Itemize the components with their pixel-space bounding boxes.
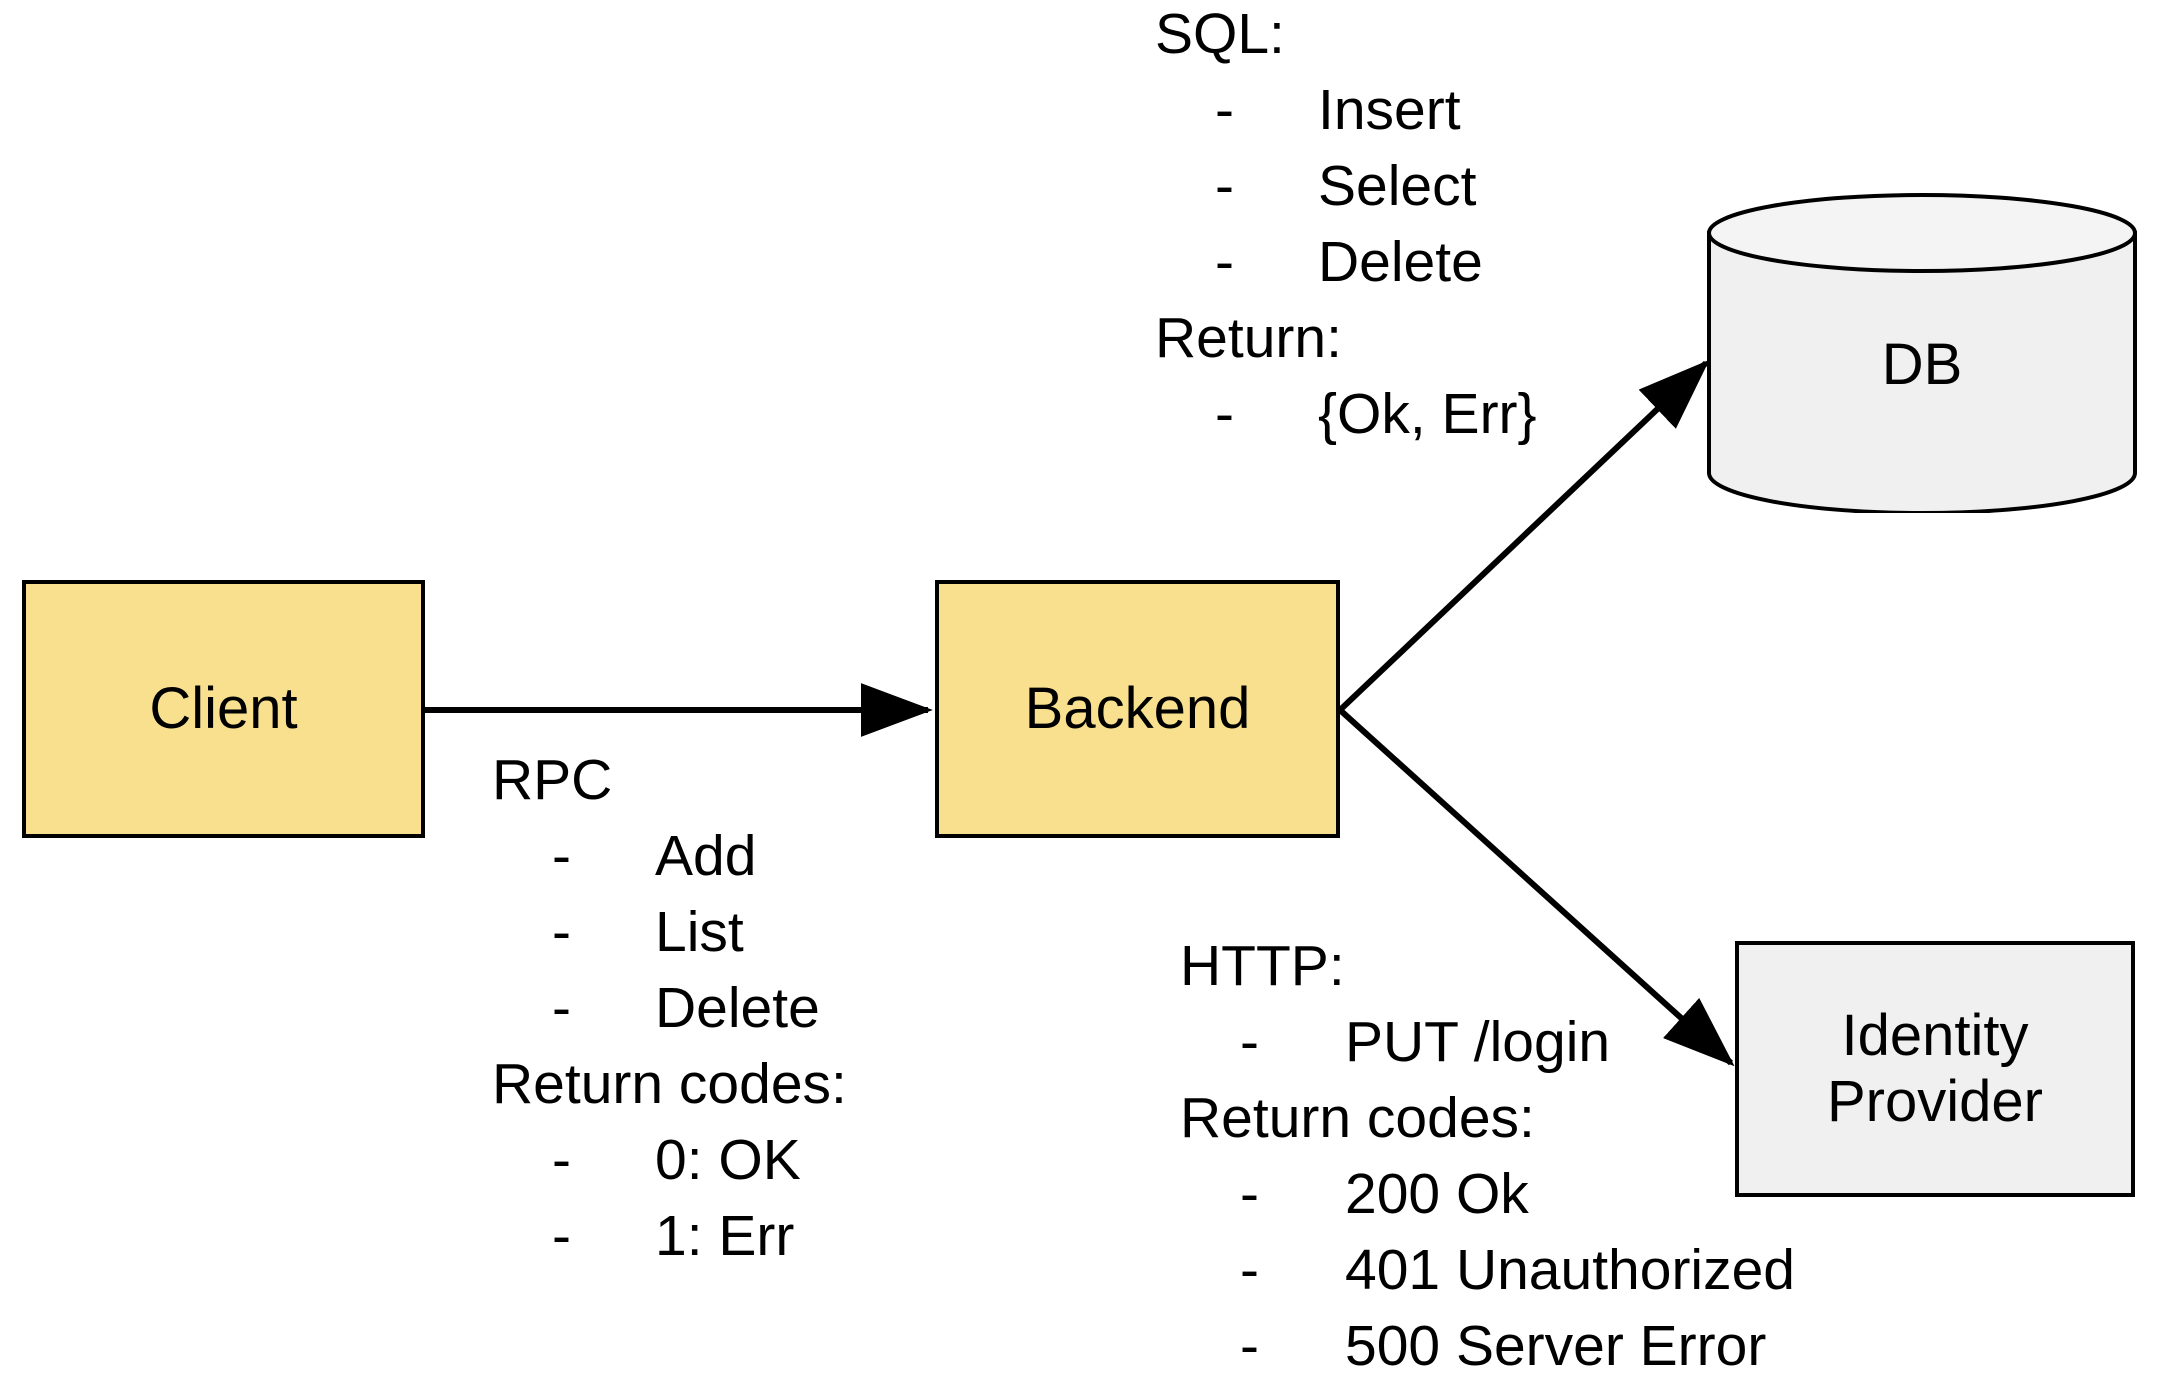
annotation-sql: SQL: - Insert - Select - Delete Return: …: [1155, 0, 1537, 452]
annotation-sql-item: - Select: [1155, 148, 1537, 224]
annotation-sql-return-item: - {Ok, Err}: [1155, 376, 1537, 452]
bullet-dash-icon: -: [552, 976, 571, 1040]
node-db-label-wrap: DB: [1707, 193, 2137, 513]
annotation-http-return-item: - 500 Server Error: [1180, 1308, 1795, 1384]
annotation-sql-item: - Delete: [1155, 224, 1537, 300]
bullet-dash-icon: -: [552, 1128, 571, 1192]
annotation-http-return-item: - 401 Unauthorized: [1180, 1232, 1795, 1308]
annotation-rpc-item: - Delete: [492, 970, 847, 1046]
bullet-dash-icon: -: [1240, 1010, 1259, 1074]
node-client[interactable]: Client: [22, 580, 425, 838]
annotation-rpc-return-heading: Return codes:: [492, 1052, 847, 1116]
bullet-dash-icon: -: [1240, 1162, 1259, 1226]
annotation-rpc-item: - Add: [492, 818, 847, 894]
annotation-http: HTTP: - PUT /login Return codes: - 200 O…: [1180, 928, 1795, 1384]
bullet-dash-icon: -: [552, 900, 571, 964]
bullet-dash-icon: -: [1215, 382, 1234, 446]
database-cylinder-icon: [1707, 193, 2137, 513]
annotation-rpc-heading: RPC: [492, 748, 613, 812]
node-backend-label: Backend: [1024, 675, 1251, 741]
annotation-sql-heading: SQL:: [1155, 2, 1285, 66]
annotation-rpc-return-item: - 0: OK: [492, 1122, 847, 1198]
annotation-rpc-item: - List: [492, 894, 847, 970]
node-db-label: DB: [1881, 331, 1963, 397]
node-db[interactable]: DB: [1707, 193, 2137, 513]
annotation-sql-item: - Insert: [1155, 72, 1537, 148]
annotation-http-return-item: - 200 Ok: [1180, 1156, 1795, 1232]
annotation-http-item: - PUT /login: [1180, 1004, 1795, 1080]
annotation-rpc: RPC - Add - List - Delete Return codes: …: [492, 742, 847, 1274]
bullet-dash-icon: -: [1215, 230, 1234, 294]
node-client-label: Client: [149, 675, 298, 741]
bullet-dash-icon: -: [1215, 154, 1234, 218]
node-backend[interactable]: Backend: [935, 580, 1340, 838]
bullet-dash-icon: -: [552, 1204, 571, 1268]
node-identity-provider[interactable]: Identity Provider: [1735, 941, 2135, 1197]
bullet-dash-icon: -: [1240, 1238, 1259, 1302]
annotation-rpc-return-item: - 1: Err: [492, 1198, 847, 1274]
bullet-dash-icon: -: [1215, 78, 1234, 142]
annotation-http-return-heading: Return codes:: [1180, 1086, 1535, 1150]
annotation-http-heading: HTTP:: [1180, 934, 1345, 998]
bullet-dash-icon: -: [552, 824, 571, 888]
bullet-dash-icon: -: [1240, 1314, 1259, 1378]
annotation-sql-return-heading: Return:: [1155, 306, 1342, 370]
node-identity-provider-label: Identity Provider: [1827, 1002, 2043, 1134]
